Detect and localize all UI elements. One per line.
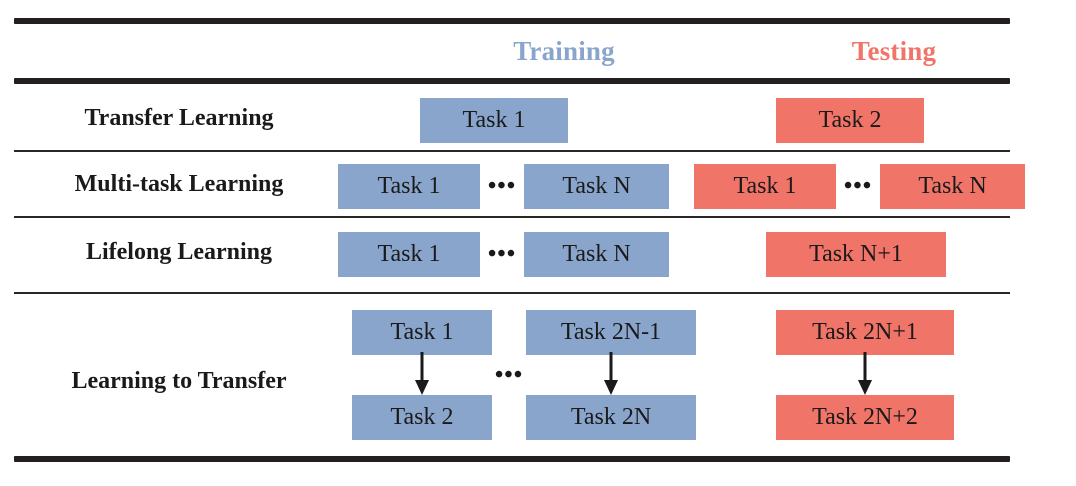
- task-box-training-r2-2: Task N: [524, 164, 669, 209]
- task-box-training-r4-bottom-1: Task 2: [352, 395, 492, 440]
- task-box-testing-r2-1: Task 1: [694, 164, 836, 209]
- task-box-training-r4-top-1: Task 1: [352, 310, 492, 355]
- task-box-training-r3-1: Task 1: [338, 232, 480, 277]
- down-arrow-icon-testing-1: [854, 352, 876, 396]
- task-box-training-r4-top-2: Task 2N-1: [526, 310, 696, 355]
- row-label-multi-task-learning: Multi-task Learning: [74, 171, 284, 197]
- table-header-rule: [14, 78, 1010, 84]
- column-header-training: Training: [513, 36, 615, 66]
- row-label-transfer-learning: Transfer Learning: [84, 105, 274, 131]
- row-label-lifelong-learning: Lifelong Learning: [85, 239, 272, 265]
- task-box-training-r1-1: Task 1: [420, 98, 568, 143]
- task-box-testing-r3-1: Task N+1: [766, 232, 946, 277]
- down-arrow-icon-training-1: [411, 352, 433, 396]
- row-divider-2: [14, 216, 1010, 218]
- task-box-testing-r4-top-1: Task 2N+1: [776, 310, 954, 355]
- row-label-learning-to-transfer: Learning to Transfer: [71, 368, 287, 394]
- table-top-rule: [14, 18, 1010, 24]
- column-header-testing: Testing: [851, 36, 937, 66]
- comparison-table: Training Testing Transfer Learning Multi…: [14, 0, 1025, 486]
- ellipsis-training-r4: •••: [494, 362, 524, 388]
- down-arrow-icon-training-2: [600, 352, 622, 396]
- task-box-testing-r1-1: Task 2: [776, 98, 924, 143]
- row-divider-1: [14, 150, 1010, 152]
- task-box-training-r4-bottom-2: Task 2N: [526, 395, 696, 440]
- task-box-training-r3-2: Task N: [524, 232, 669, 277]
- task-box-training-r2-1: Task 1: [338, 164, 480, 209]
- row-divider-3: [14, 292, 1010, 294]
- table-bottom-rule: [14, 456, 1010, 462]
- ellipsis-training-r2: •••: [487, 173, 517, 199]
- task-box-testing-r4-bottom-1: Task 2N+2: [776, 395, 954, 440]
- ellipsis-training-r3: •••: [487, 241, 517, 267]
- ellipsis-testing-r2: •••: [843, 173, 873, 199]
- task-box-testing-r2-2: Task N: [880, 164, 1025, 209]
